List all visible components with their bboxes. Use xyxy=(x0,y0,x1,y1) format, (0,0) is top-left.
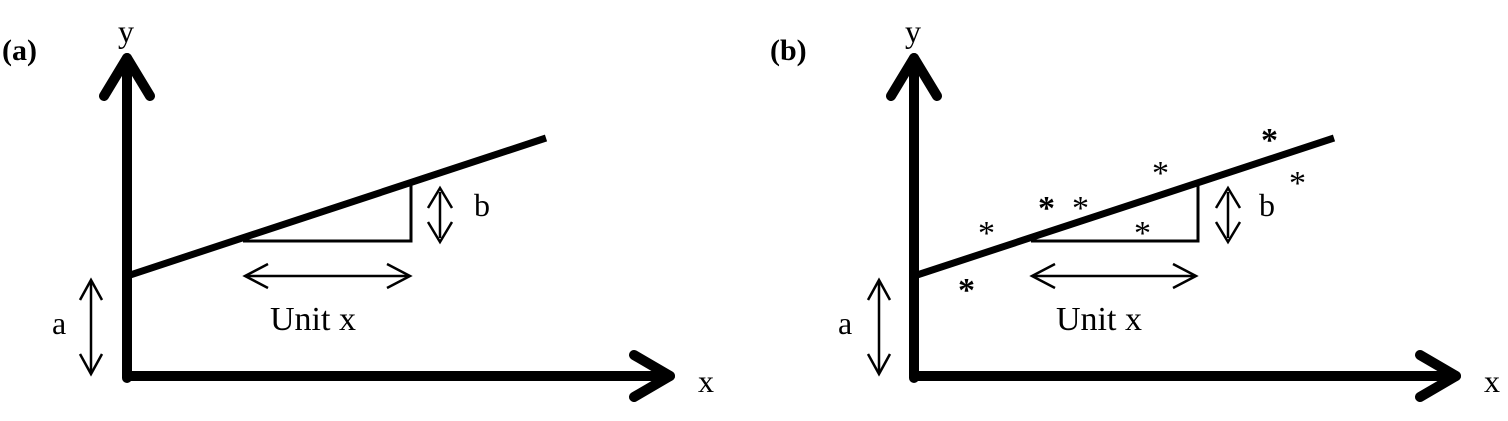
panel-b-slope-arrow xyxy=(1214,185,1242,245)
data-point: * xyxy=(1152,155,1169,192)
data-point: * xyxy=(1072,190,1089,227)
panel-b-y-axis-label: y xyxy=(905,13,921,49)
panel-b-slope-triangle xyxy=(1031,185,1200,243)
panel-a-unit-label: Unit x xyxy=(270,301,356,338)
panel-a-regression-line xyxy=(125,134,548,280)
panel-a-x-axis xyxy=(122,350,675,402)
data-point: * xyxy=(978,215,995,252)
panel-b-slope-label: b xyxy=(1259,187,1275,223)
panel-a-slope-label: b xyxy=(474,187,490,223)
panel-a-label: (a) xyxy=(2,34,37,67)
panel-a: (a) y x b Unit x xyxy=(2,13,714,402)
panel-a-unit-arrow xyxy=(242,262,413,290)
panel-b-x-axis xyxy=(909,350,1461,402)
panel-a-slope-arrow xyxy=(426,185,454,245)
data-point: * xyxy=(1261,122,1278,159)
panel-b-regression-line xyxy=(912,134,1336,280)
panel-b: (b) y x b Unit x xyxy=(770,13,1500,402)
data-point: * xyxy=(1038,190,1055,227)
panel-b-y-axis xyxy=(886,53,942,383)
panel-b-intercept-label: a xyxy=(838,305,852,341)
panel-b-intercept-arrow xyxy=(866,277,892,377)
panel-a-y-axis-label: y xyxy=(118,13,134,49)
panel-b-data-points: * * * * * * * * xyxy=(958,122,1306,309)
panel-b-unit-arrow xyxy=(1029,262,1199,290)
panel-a-intercept-arrow xyxy=(78,277,104,377)
data-point: * xyxy=(958,272,975,309)
panel-b-unit-label: Unit x xyxy=(1056,301,1142,338)
panel-a-x-axis-label: x xyxy=(698,363,714,399)
panel-b-label: (b) xyxy=(770,34,807,67)
panel-a-y-axis xyxy=(99,53,155,383)
panel-b-x-axis-label: x xyxy=(1484,363,1500,399)
data-point: * xyxy=(1134,215,1151,252)
panel-a-intercept-label: a xyxy=(52,305,66,341)
data-point: * xyxy=(1289,165,1306,202)
panel-a-slope-triangle xyxy=(243,185,413,243)
